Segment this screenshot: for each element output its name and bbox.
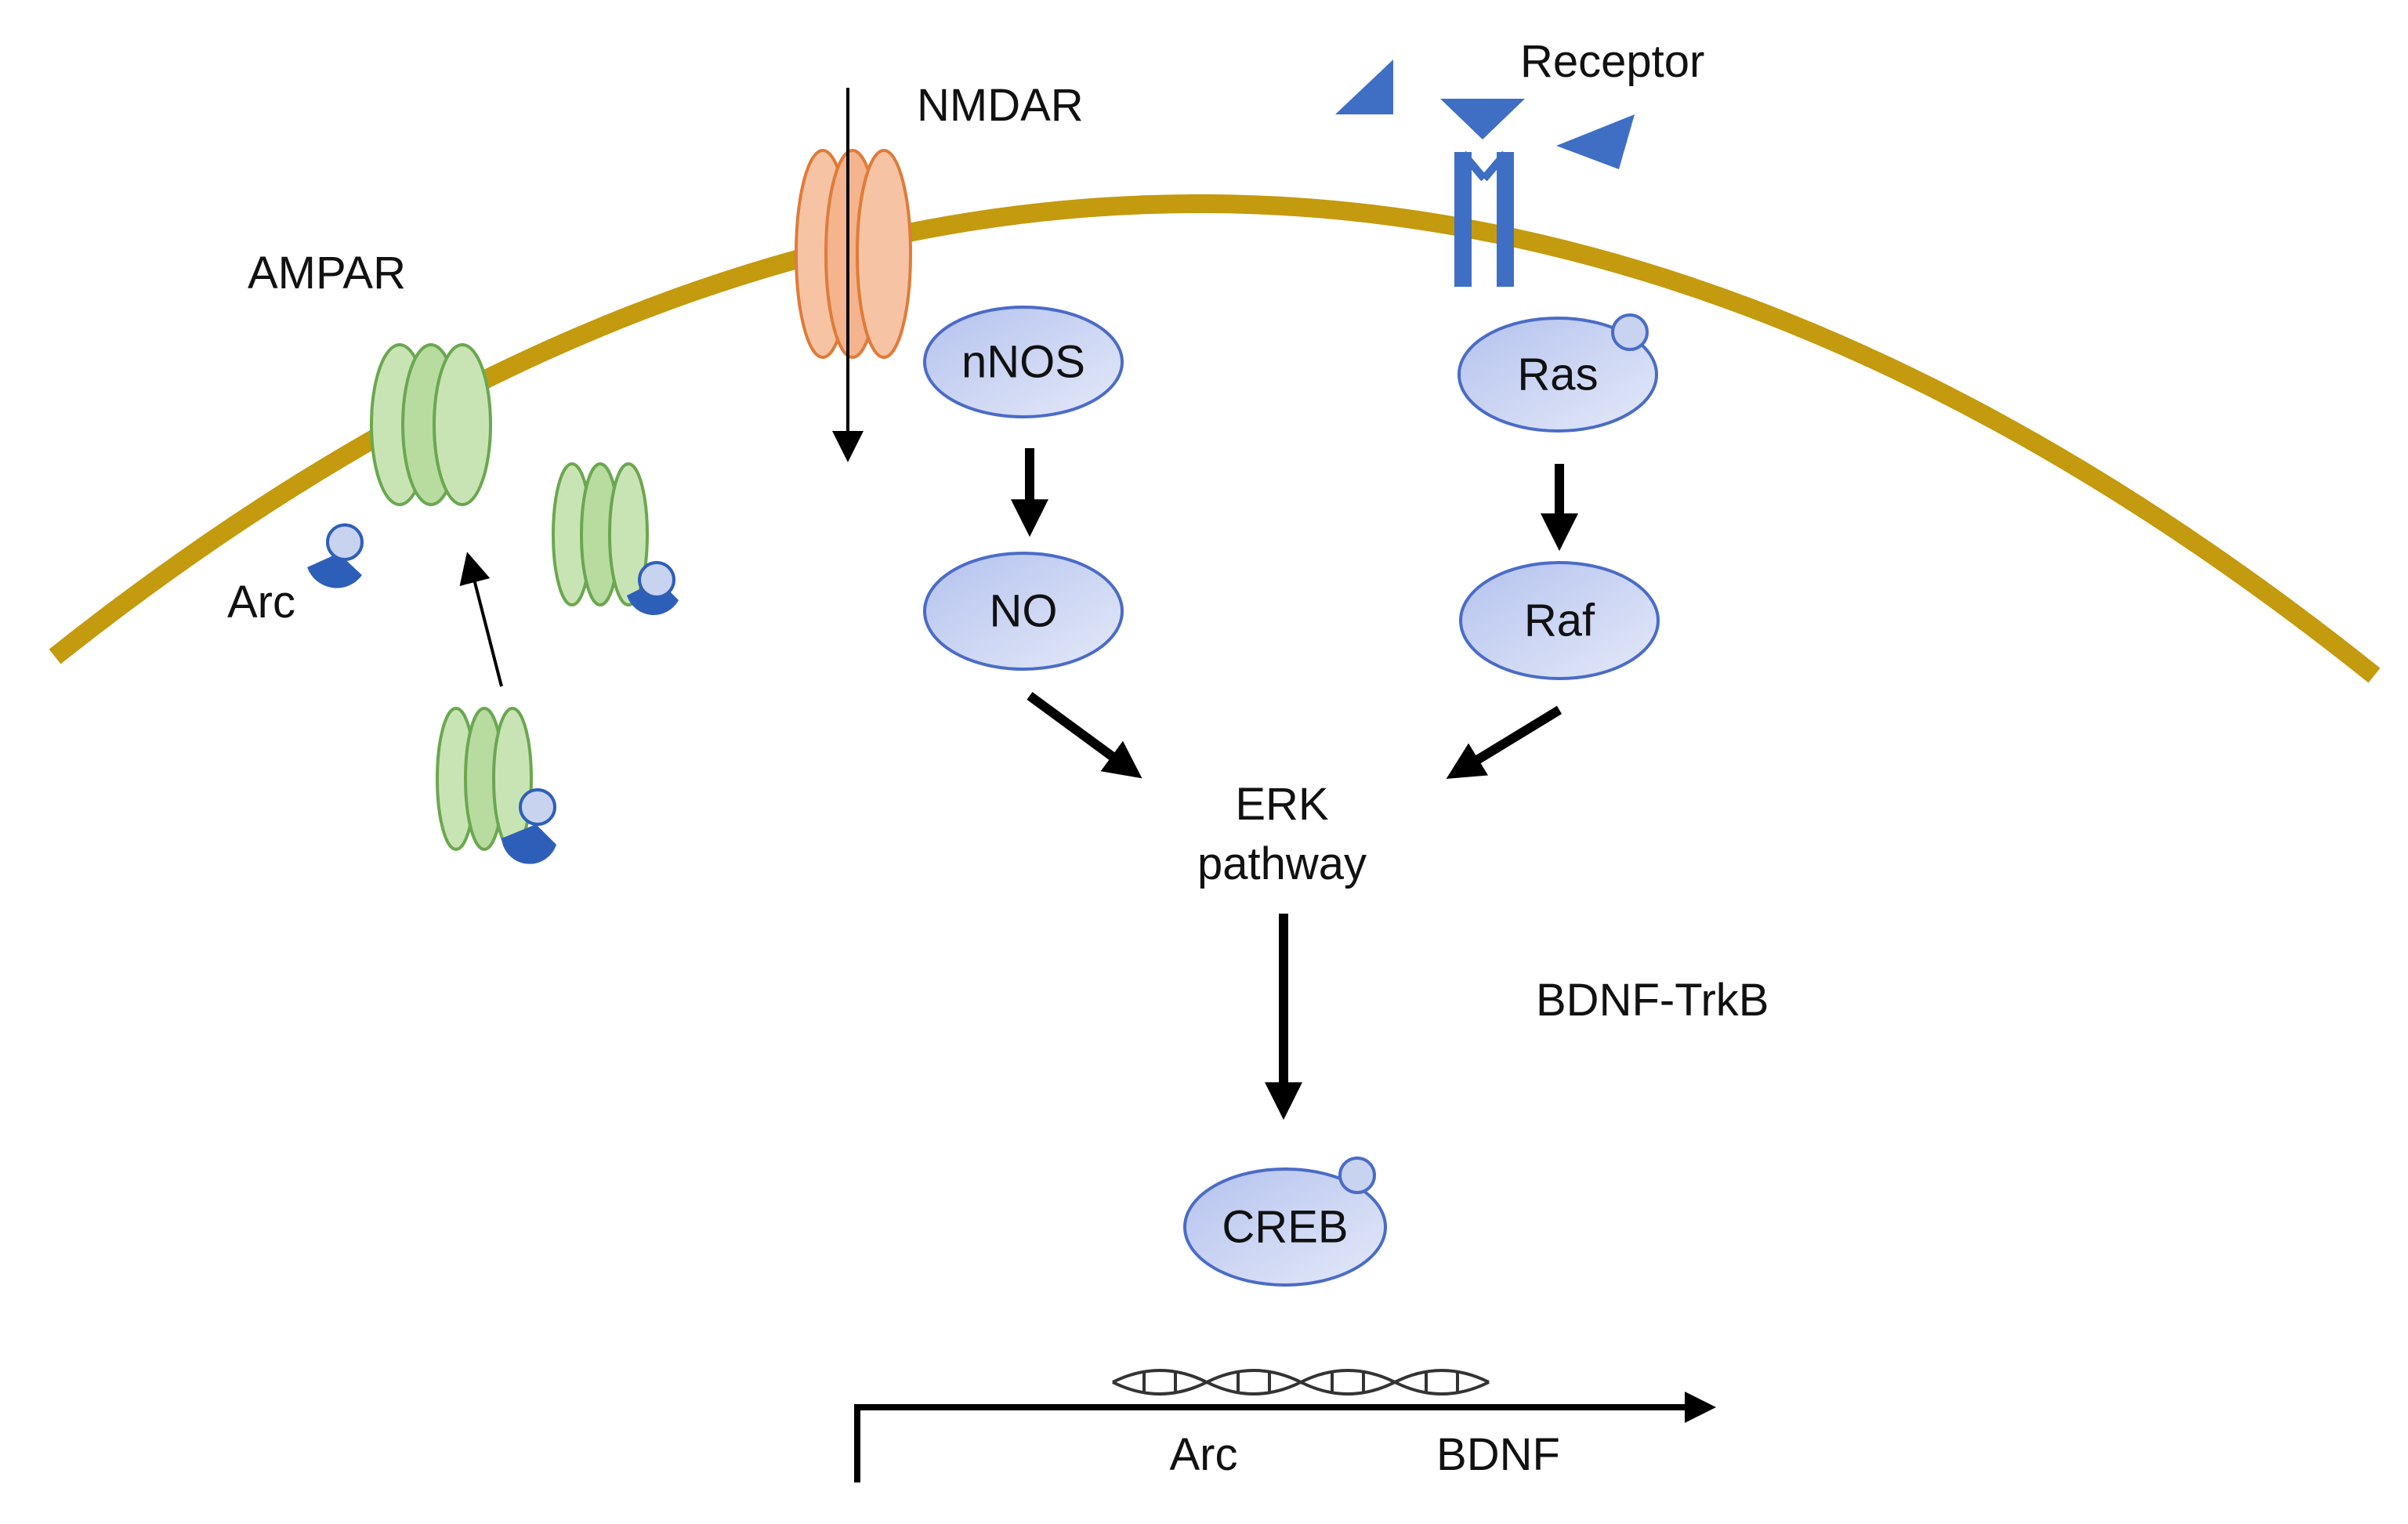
gene-arc-label: Arc <box>1170 1429 1238 1480</box>
erk-pathway-label-line1: ERK <box>1235 779 1329 830</box>
ampar-arc-complex-lower <box>436 707 556 864</box>
nmdar-label: NMDAR <box>917 80 1084 131</box>
nmdar-channel <box>795 149 912 359</box>
creb-node: CREB <box>1183 1157 1387 1287</box>
ampar-arc-complex-upper <box>552 462 679 615</box>
gene-bdnf-label: BDNF <box>1436 1429 1560 1480</box>
nnos-node: nNOS <box>923 306 1124 418</box>
transcription-arrow <box>854 1404 1700 1482</box>
receptor-label: Receptor <box>1520 36 1704 87</box>
bdnf-trkb-label: BDNF-TrkB <box>1536 975 1769 1026</box>
creb-phosphate-icon <box>1338 1157 1376 1194</box>
raf-label: Raf <box>1524 595 1595 646</box>
dna-helix-icon <box>1112 1369 1490 1395</box>
arc-protein <box>307 523 364 588</box>
arc-protein-label: Arc <box>227 577 295 628</box>
erk-pathway-label-line2: pathway <box>1197 838 1367 889</box>
ras-phosphate-icon <box>1611 313 1649 351</box>
arrow-raf-to-erk <box>1446 705 1562 779</box>
ras-label: Ras <box>1517 349 1598 400</box>
arrow-no-to-erk <box>1027 692 1142 779</box>
ampar-membrane <box>370 343 492 506</box>
ligand-triangle-center <box>1440 99 1525 139</box>
no-label: NO <box>990 586 1058 637</box>
ligand-triangle-right <box>1556 114 1635 169</box>
ampar-label: AMPAR <box>248 248 406 299</box>
ampar-trafficking-arrow <box>459 552 503 687</box>
ras-node: Ras <box>1457 313 1658 433</box>
ligand-triangle-left <box>1335 60 1393 114</box>
transcription-arrowhead <box>1685 1392 1716 1423</box>
creb-label: CREB <box>1222 1202 1348 1253</box>
raf-node: Raf <box>1459 561 1660 680</box>
receptor <box>1454 150 1514 287</box>
no-node: NO <box>923 552 1124 671</box>
nnos-label: nNOS <box>961 337 1085 388</box>
